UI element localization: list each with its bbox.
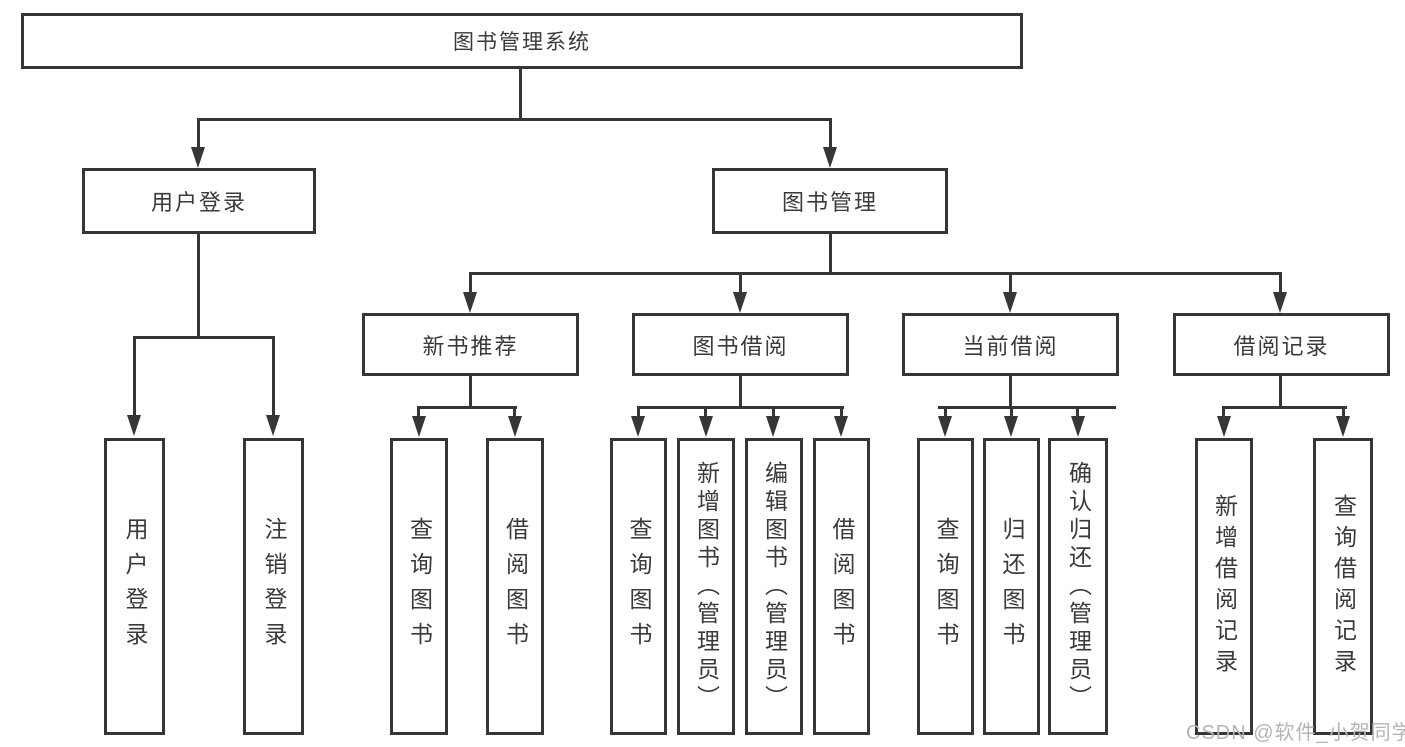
connector-arrow-bb-add-shaft: [704, 406, 707, 418]
leaf-query-borrow-record: 查询借阅记录: [1313, 438, 1373, 735]
arrow-cb-query-books: [938, 416, 952, 437]
leaf-return-books-label: 归还图书: [999, 516, 1025, 657]
arrow-current-borrow: [1003, 292, 1017, 313]
leaf-return-books: 归还图书: [983, 438, 1040, 735]
connector-current-borrow-leaf-bar: [938, 406, 1116, 409]
leaf-query-borrow-record-label: 查询借阅记录: [1330, 493, 1357, 680]
arrow-bb-borrow-books: [834, 416, 848, 437]
node-root: 图书管理系统: [21, 13, 1023, 69]
arrow-cb-confirm-return: [1071, 416, 1085, 437]
node-new-book-recommend-label: 新书推荐: [422, 333, 519, 359]
arrow-bb-add-books: [699, 416, 713, 437]
arrow-rec-borrow-books: [508, 416, 522, 437]
connector-arrow-leaf-login-shaft: [133, 336, 136, 418]
leaf-confirm-return-admin-label: 确认归还（管理员）: [1065, 460, 1092, 713]
node-user-login: 用户登录: [82, 168, 316, 234]
leaf-add-books-admin-label: 新增图书（管理员）: [693, 460, 720, 713]
leaf-recommend-query-books-label: 查询图书: [406, 516, 433, 657]
arrow-br-add-record: [1217, 416, 1231, 437]
connector-level2-bar: [197, 118, 832, 121]
connector-book-management-stem: [829, 234, 832, 273]
leaf-borrow-query-books: 查询图书: [610, 438, 667, 735]
leaf-recommend-query-books: 查询图书: [390, 438, 448, 735]
leaf-recommend-borrow-books-label: 借阅图书: [502, 516, 529, 657]
arrow-bb-query-books: [631, 416, 645, 437]
connector-arrow-bb-edit-shaft: [772, 406, 775, 418]
connector-borrow-records-leaf-bar: [1222, 406, 1347, 409]
connector-current-borrow-stem: [1009, 376, 1012, 407]
connector-arrow-book-management-shaft: [829, 118, 832, 150]
connector-arrow-current-borrow-shaft: [1009, 272, 1012, 294]
connector-recommend-leaf-bar: [417, 406, 517, 409]
arrow-rec-query-books: [412, 416, 426, 437]
node-new-book-recommend: 新书推荐: [362, 313, 579, 376]
leaf-user-login: 用户登录: [104, 438, 165, 735]
connector-arrow-rec-query-shaft: [417, 406, 420, 418]
node-current-borrow: 当前借阅: [902, 313, 1119, 376]
node-book-management-label: 图书管理: [781, 190, 878, 215]
leaf-logout-label: 注销登录: [261, 516, 287, 657]
connector-arrow-br-add-shaft: [1222, 406, 1225, 418]
leaf-borrow-books-label: 借阅图书: [829, 516, 855, 657]
leaf-add-borrow-record-label: 新增借阅记录: [1211, 493, 1238, 680]
connector-book-borrow-stem: [739, 376, 742, 407]
node-borrow-records: 借阅记录: [1173, 313, 1390, 376]
node-book-borrow-label: 图书借阅: [692, 333, 789, 359]
arrow-borrow-records: [1273, 292, 1287, 313]
connector-user-login-bar: [133, 336, 275, 339]
arrow-leaf-login: [127, 415, 141, 436]
connector-arrow-cb-confirm-shaft: [1076, 406, 1079, 418]
leaf-confirm-return-admin: 确认归还（管理员）: [1048, 438, 1108, 735]
connector-arrow-book-borrow-shaft: [739, 272, 742, 294]
arrow-book-borrow: [733, 292, 747, 313]
connector-arrow-cb-return-shaft: [1010, 406, 1013, 418]
leaf-edit-books-admin: 编辑图书（管理员）: [745, 438, 803, 735]
csdn-watermark: CSDN @软件_小贺同学: [1186, 722, 1405, 744]
arrow-br-query-record: [1336, 416, 1350, 437]
leaf-logout: 注销登录: [243, 438, 304, 735]
leaf-current-query-books-label: 查询图书: [933, 516, 959, 657]
leaf-edit-books-admin-label: 编辑图书（管理员）: [761, 460, 788, 713]
leaf-recommend-borrow-books: 借阅图书: [486, 438, 544, 735]
leaf-borrow-books: 借阅图书: [813, 438, 870, 735]
connector-root-stem: [519, 68, 522, 119]
connector-arrow-user-login-shaft: [197, 118, 200, 150]
node-book-borrow: 图书借阅: [632, 313, 849, 376]
leaf-user-login-label: 用户登录: [122, 516, 148, 657]
arrow-book-management: [823, 147, 837, 168]
node-user-login-label: 用户登录: [150, 190, 247, 215]
connector-user-login-stem: [197, 234, 200, 337]
leaf-borrow-query-books-label: 查询图书: [626, 516, 652, 657]
arrow-cb-return-books: [1004, 416, 1018, 437]
connector-book-borrow-leaf-bar: [637, 406, 844, 409]
connector-arrow-leaf-logout-shaft: [272, 336, 275, 418]
connector-arrow-bb-query-shaft: [637, 406, 640, 418]
node-root-label: 图书管理系统: [453, 31, 591, 54]
arrow-bb-edit-books: [766, 416, 780, 437]
connector-borrow-records-stem: [1279, 376, 1282, 407]
connector-arrow-rec-borrow-shaft: [513, 406, 516, 418]
leaf-add-borrow-record: 新增借阅记录: [1195, 438, 1253, 735]
arrow-new-book-recommend: [463, 292, 477, 313]
node-current-borrow-label: 当前借阅: [962, 333, 1059, 359]
connector-arrow-cb-query-shaft: [944, 406, 947, 418]
connector-level3-bar: [469, 272, 1282, 275]
connector-arrow-recommend-shaft: [469, 272, 472, 294]
leaf-current-query-books: 查询图书: [917, 438, 974, 735]
node-book-management: 图书管理: [712, 168, 948, 234]
connector-arrow-bb-borrow-shaft: [840, 406, 843, 418]
arrow-leaf-logout: [266, 415, 280, 436]
arrow-user-login: [191, 147, 205, 168]
connector-recommend-stem: [469, 376, 472, 407]
node-borrow-records-label: 借阅记录: [1233, 333, 1330, 359]
connector-arrow-borrow-records-shaft: [1279, 272, 1282, 294]
leaf-add-books-admin: 新增图书（管理员）: [677, 438, 735, 735]
connector-arrow-br-query-shaft: [1342, 406, 1345, 418]
